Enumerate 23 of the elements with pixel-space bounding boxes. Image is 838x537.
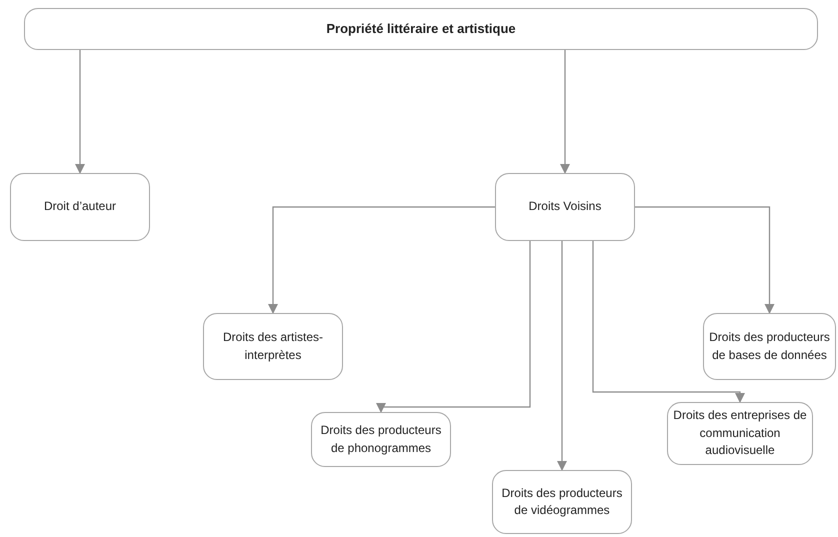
arrow <box>75 50 85 174</box>
box-label: Droits des artistes-interprètes <box>222 329 324 364</box>
rounded-box <box>203 313 343 380</box>
rounded-box <box>492 470 632 534</box>
box-label: Propriété littéraire et artistique <box>326 20 516 38</box>
box-label: Droits des producteurs de vidéogrammes <box>500 484 624 519</box>
arrow <box>635 206 774 314</box>
rounded-box <box>495 173 635 241</box>
box-label: Droits Voisins <box>528 198 602 216</box>
rounded-box <box>10 173 150 241</box>
arrow <box>557 241 567 471</box>
arrow <box>376 241 531 413</box>
arrow <box>268 206 495 314</box>
rounded-box <box>24 8 818 50</box>
box-label: Droits des producteurs de phonogrammes <box>320 422 442 456</box>
rounded-box <box>703 313 836 380</box>
rounded-box <box>311 412 451 467</box>
box-label: Droit d’auteur <box>44 198 116 216</box>
arrow <box>560 50 570 174</box>
arrow <box>592 241 745 403</box>
rounded-box <box>667 402 813 465</box>
box-label: Droits des producteurs de bases de données <box>708 329 831 364</box>
box-label: Droits des entreprises de communication audiovisuelle <box>672 407 808 460</box>
